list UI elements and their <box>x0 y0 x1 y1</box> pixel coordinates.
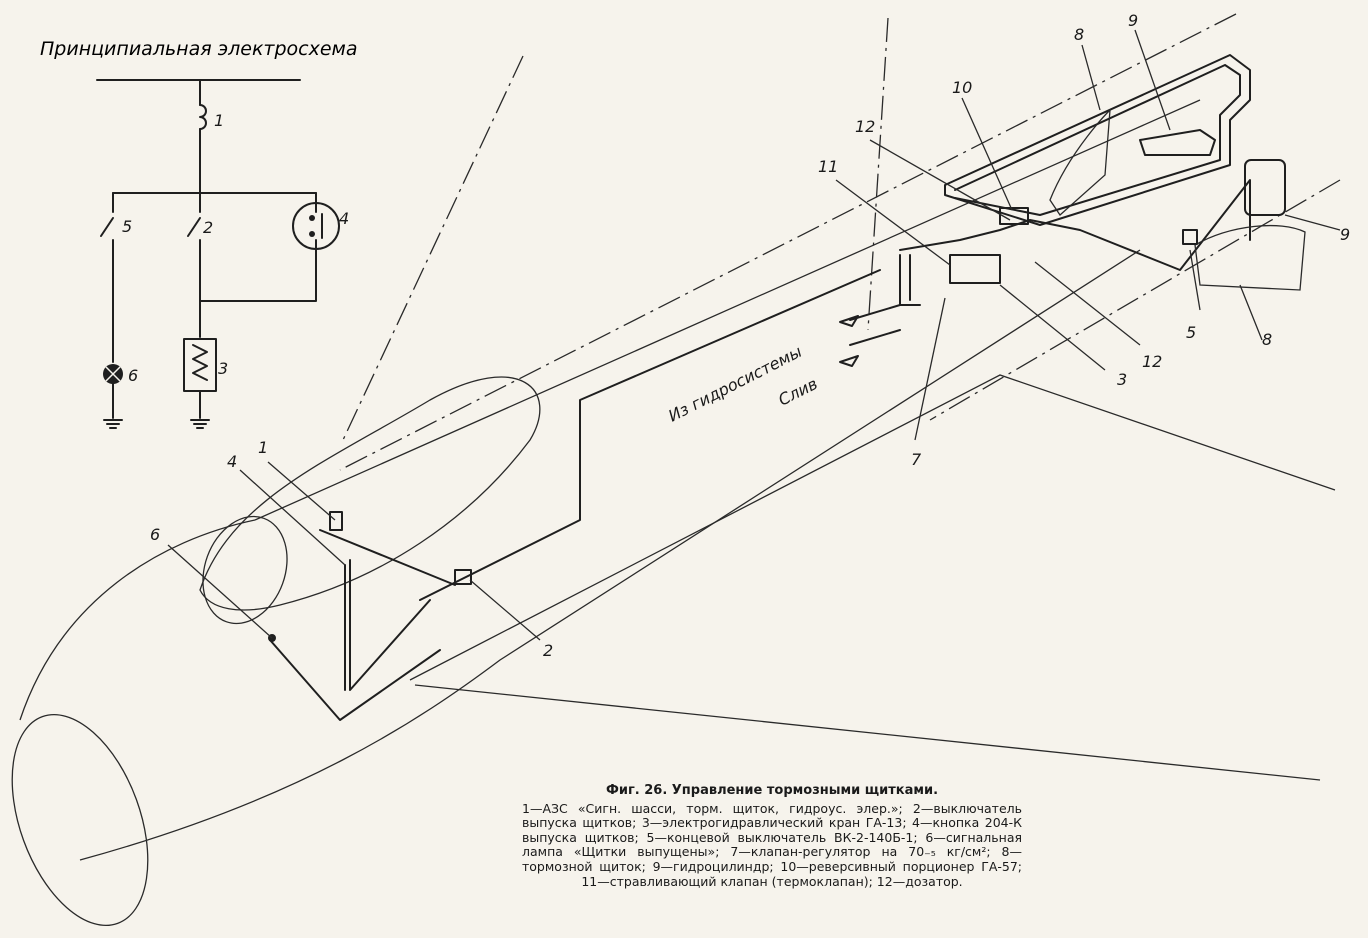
contact-dot <box>309 215 315 221</box>
leader-12b <box>1034 261 1141 346</box>
drain-label: Слив <box>775 374 820 410</box>
air-intake <box>11 713 149 927</box>
schematic-label-4: 4 <box>339 209 349 228</box>
leader-2 <box>469 579 541 641</box>
valve-block-3 <box>949 254 1001 284</box>
caption-title: Фиг. 26. Управление тормозными щитками. <box>605 783 939 798</box>
wiring <box>268 269 881 721</box>
leader-8 <box>1081 44 1101 111</box>
leader-lines <box>167 29 1341 641</box>
hydraulic-line <box>899 179 1251 271</box>
canopy <box>199 376 541 611</box>
wire <box>319 269 881 601</box>
label-11: 11 <box>818 157 838 176</box>
coil-zigzag <box>192 344 208 381</box>
leader-1 <box>267 461 336 521</box>
fuselage-edge <box>79 249 1141 861</box>
label-10: 10 <box>952 78 972 97</box>
leader-9b <box>1284 214 1341 231</box>
aircraft-outline <box>11 13 1341 927</box>
leader-5 <box>1189 249 1201 311</box>
ground-symbol <box>190 390 210 429</box>
leader-9 <box>1134 29 1171 131</box>
hydraulic-line <box>899 254 921 306</box>
axis-line <box>342 55 524 441</box>
lamp-cross <box>105 366 121 382</box>
leader-4 <box>239 469 346 566</box>
label-12: 12 <box>855 117 875 136</box>
leader-6 <box>167 544 273 639</box>
flow-arrow-head <box>839 315 859 367</box>
contact-dot <box>309 231 315 237</box>
drawing-labels: 1 4 6 2 11 12 10 8 9 9 3 12 7 5 8 Из гид… <box>150 11 1350 660</box>
wing-edge <box>409 374 1336 681</box>
cockpit-frame <box>202 515 288 625</box>
circuit-breaker-1 <box>329 511 343 531</box>
axis-line <box>929 179 1341 421</box>
leader-7 <box>914 297 946 441</box>
leader-10 <box>961 97 1013 211</box>
leader-8b <box>1239 284 1263 341</box>
label-9b: 9 <box>1340 225 1350 244</box>
fuse-symbol <box>199 104 207 130</box>
ground-symbol <box>103 383 123 429</box>
label-6: 6 <box>150 525 160 544</box>
label-8: 8 <box>1074 25 1084 44</box>
schematic-label-2: 2 <box>203 218 213 237</box>
brake-flap-8b <box>1194 224 1306 291</box>
label-7: 7 <box>911 450 922 469</box>
switch-2 <box>454 569 472 585</box>
wire <box>269 559 441 721</box>
leader-11 <box>835 179 951 266</box>
hydraulic-loop <box>944 54 1251 226</box>
caption-legend: 1—АЗС «Сигн. шасси, торм. щиток, гидроус… <box>522 800 1022 889</box>
schematic-label-6: 6 <box>128 366 138 385</box>
schematic-title: Принципиальная электросхема <box>40 38 358 60</box>
hydraulic-loop <box>954 64 1241 216</box>
axis-line <box>339 13 1237 471</box>
wing-edge <box>414 684 1321 781</box>
fuselage-nose-top <box>19 519 256 721</box>
switch-symbol <box>187 217 201 237</box>
flow-arrow-line <box>849 304 901 346</box>
leader-3 <box>999 284 1106 371</box>
schematic-label-3: 3 <box>218 359 228 378</box>
label-12b: 12 <box>1142 352 1162 371</box>
label-9: 9 <box>1128 11 1138 30</box>
label-4: 4 <box>227 452 237 471</box>
electrical-schematic: Принципиальная электросхема 1 2 3 4 5 <box>40 38 358 429</box>
hydraulic-cylinder-9b <box>1244 159 1286 216</box>
label-1: 1 <box>258 438 268 457</box>
limit-switch-5 <box>1182 229 1198 245</box>
switch-symbol <box>100 217 114 237</box>
label-3: 3 <box>1117 370 1127 389</box>
wire <box>199 239 317 302</box>
hydraulic-cylinder-9 <box>1139 129 1216 156</box>
hydraulic-system <box>839 54 1306 367</box>
button-symbol <box>292 202 340 250</box>
fuselage-edge <box>254 99 1201 521</box>
schematic-label-1: 1 <box>214 111 224 130</box>
metering-unit-10 <box>999 207 1029 225</box>
label-2: 2 <box>543 641 553 660</box>
leader-12 <box>869 139 1011 221</box>
label-8b: 8 <box>1262 330 1272 349</box>
axis-line <box>867 17 889 331</box>
valve-coil-symbol <box>183 338 217 392</box>
figure-caption: Фиг. 26. Управление тормозными щитками. … <box>522 783 1022 889</box>
schematic-label-5: 5 <box>122 217 132 236</box>
label-5: 5 <box>1186 323 1196 342</box>
brake-flap-8 <box>1049 108 1111 216</box>
